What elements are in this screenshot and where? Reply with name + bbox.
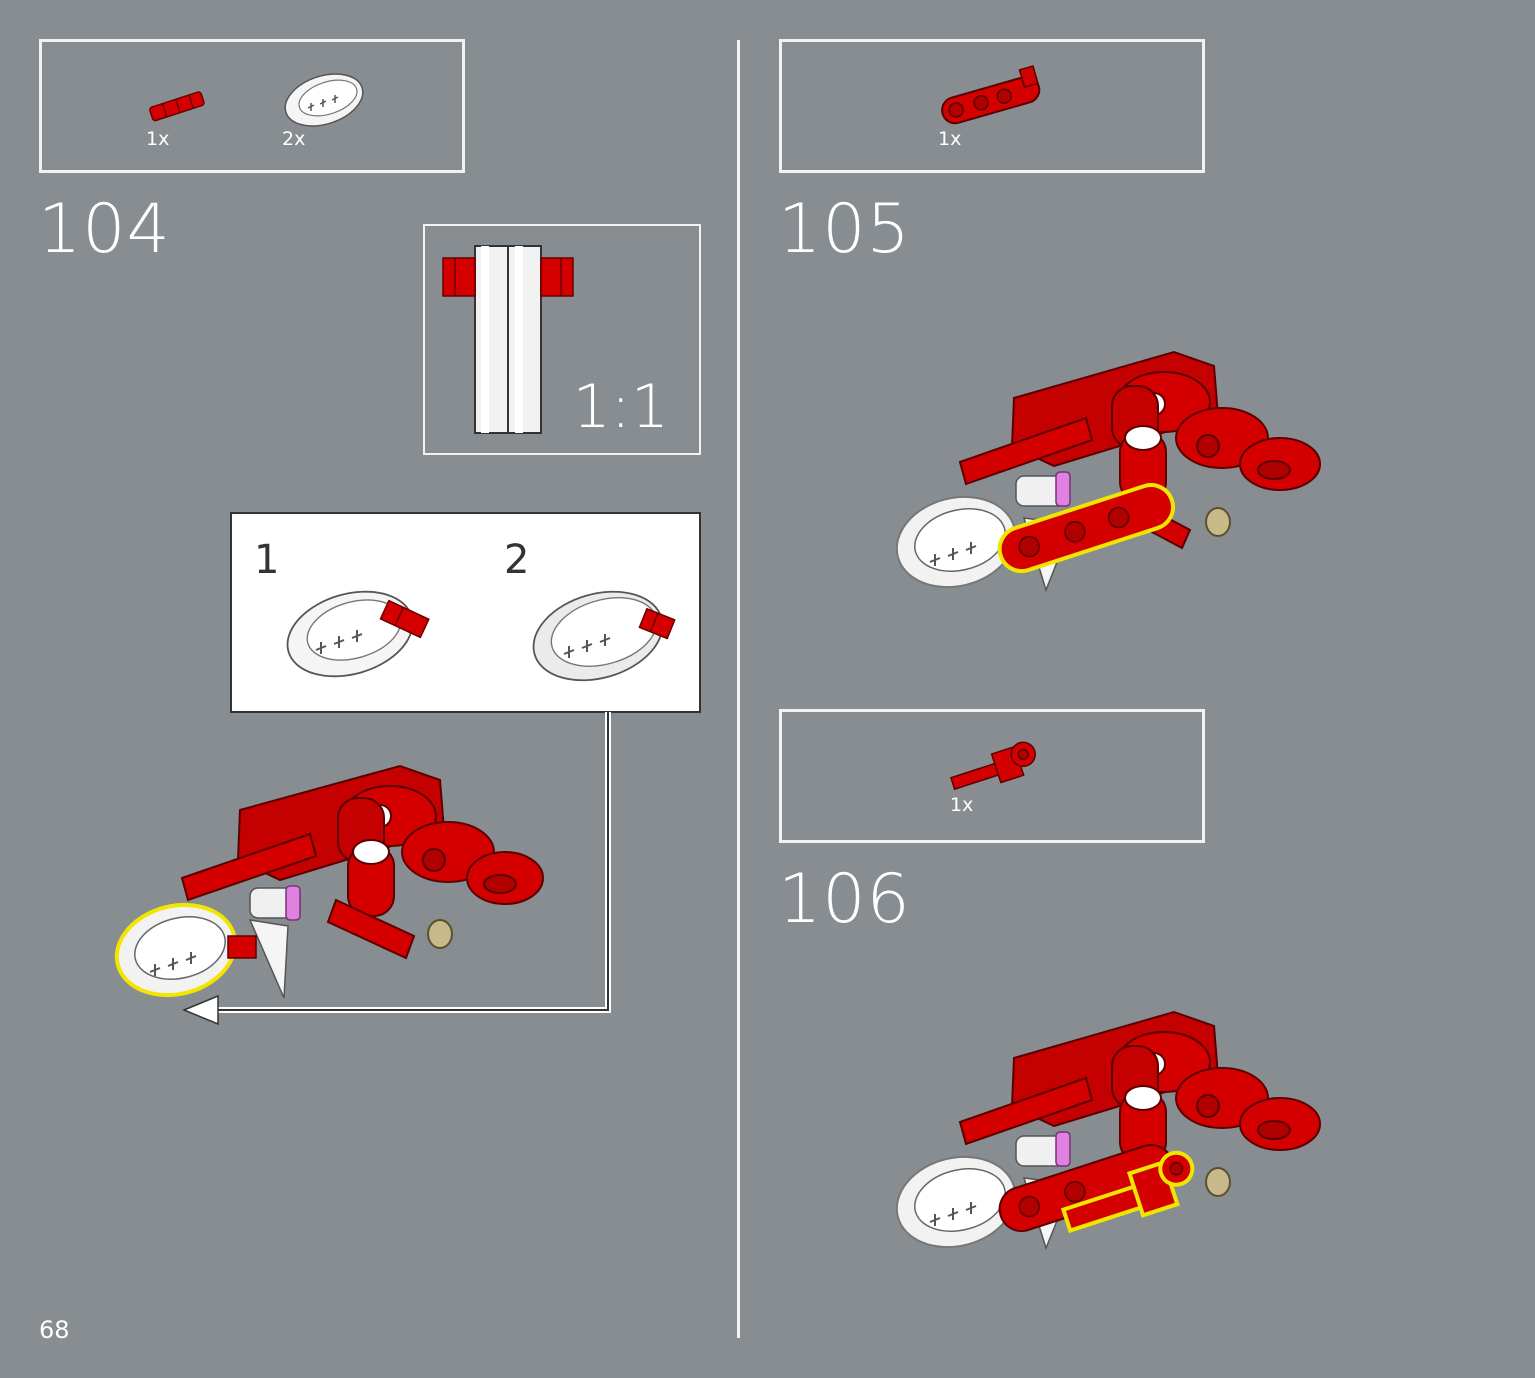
step-number-106: 106 [778, 860, 911, 939]
column-divider [737, 40, 740, 1338]
part-qty: 2x [282, 128, 306, 150]
red-axle-pin-connector-icon [949, 741, 1036, 791]
substep-callout-box: 1 2 [230, 512, 701, 713]
step-106-model-icon [895, 1010, 1321, 1251]
step-104-parts-box: 1x 2x [39, 39, 465, 173]
red-axle-connector-icon [149, 91, 205, 122]
part-qty: 1x [938, 128, 962, 150]
wheel-with-connector-inserted-icon [532, 590, 676, 682]
step-104-model-icon [114, 764, 544, 999]
step-105-model-icon [895, 350, 1321, 593]
white-wheel-hub-icon [284, 73, 364, 127]
substep-number-2: 2 [504, 537, 530, 583]
callout-arrow [182, 712, 611, 1026]
substep-number-1: 1 [254, 537, 280, 583]
step-105-parts-box: 1x [779, 39, 1205, 173]
page-number: 68 [39, 1316, 70, 1344]
wheel-with-connector-icon [286, 590, 430, 678]
part-qty: 1x [950, 794, 974, 816]
step-number-105: 105 [778, 190, 911, 269]
part-qty: 1x [146, 128, 170, 150]
step-number-104: 104 [38, 190, 171, 269]
scale-label: 1:1 [572, 372, 669, 442]
red-liftarm-icon [941, 65, 1041, 125]
step-106-parts-box: 1x [779, 709, 1205, 843]
scale-reference-box: 1:1 [423, 224, 701, 455]
axle-connector-actual-size-icon [442, 245, 574, 434]
